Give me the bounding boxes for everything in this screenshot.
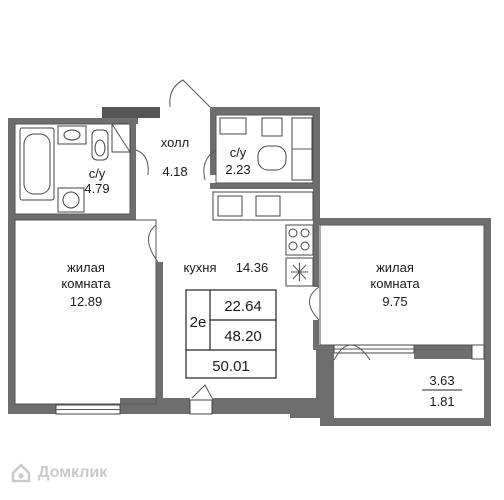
watermark-text: Домклик (38, 464, 108, 481)
living-left-area: 12.89 (70, 294, 103, 309)
wall-balcony-top (414, 345, 472, 359)
summary-box (185, 289, 277, 379)
wall-stub-top (102, 107, 160, 118)
area-summary: 2е 22.64 48.20 50.01 (185, 289, 277, 379)
living-right-area: 9.75 (382, 294, 407, 309)
wall-bottom-3 (212, 398, 290, 414)
door-balcony (333, 344, 371, 361)
bath-right-fixtures (219, 117, 313, 181)
mirror-cabinet (261, 117, 283, 137)
wall-top-room2 (313, 218, 491, 225)
hall-name: холл (161, 135, 189, 150)
kitchen-area: 14.36 (236, 260, 269, 275)
bath-left-area: 4.79 (84, 181, 109, 196)
watermark: Домклик (10, 462, 107, 484)
bath-left-outline (14, 123, 131, 215)
wall-right (484, 218, 491, 426)
bathtub-inner (23, 133, 51, 195)
wall-bottom-1 (8, 404, 56, 414)
door-entrance (169, 79, 211, 108)
door-living-left (148, 224, 159, 263)
wall-bath-right (130, 124, 136, 220)
sink-right (219, 117, 247, 135)
doors (135, 79, 371, 399)
wall-top-left (8, 118, 138, 124)
bath-left-fixtures (19, 123, 131, 213)
windows (55, 344, 485, 415)
wall-left (8, 118, 15, 410)
living-right-line1: жилая (376, 260, 414, 275)
balcony-area-bottom: 1.81 (429, 394, 454, 409)
kitchen-name: кухня (183, 260, 216, 275)
house-logo-icon (11, 463, 31, 483)
wall-balcony-bottom (320, 418, 491, 426)
wall-balcony-left (316, 345, 334, 418)
walls (8, 107, 491, 426)
kitchen-sink (255, 195, 281, 217)
wall-bottom-2 (120, 398, 190, 414)
dishwasher (217, 195, 243, 217)
wall-bath2-left (210, 115, 216, 175)
window-kitchen (189, 399, 213, 415)
rooms-code: 2е (190, 314, 207, 331)
living-left-line1: жилая (67, 260, 105, 275)
snowflake-icon (291, 263, 308, 281)
door-bath-left (135, 149, 149, 176)
balcony-area-top: 3.63 (429, 373, 454, 388)
door-living-right (309, 286, 320, 321)
wall-bath2-bottom (210, 183, 313, 189)
living-right-line2: комната (370, 276, 420, 291)
bath-left-name: с/у (89, 166, 106, 181)
wall-bath-bottom (15, 214, 135, 220)
toilet-right (257, 145, 287, 171)
wall-top-right (210, 107, 320, 115)
wall-kitchen-room2-b (313, 320, 319, 350)
living-area: 22.64 (224, 298, 262, 315)
bath-right-outline (215, 114, 314, 184)
room-labels: холл 4.18 с/у 4.79 с/у 2.23 кухня 14.36 … (61, 135, 462, 409)
door-kitchen-window (191, 384, 213, 399)
living-left-line2: комната (61, 276, 111, 291)
wall-right-upper (313, 107, 320, 225)
kitchen-fixtures (212, 191, 314, 287)
window-right (471, 344, 485, 360)
door-bath-right (203, 149, 217, 181)
bath-right-name: с/у (230, 145, 247, 160)
wall-bottom-4 (290, 398, 320, 418)
total-area: 48.20 (224, 328, 262, 345)
stove (285, 224, 314, 256)
wall-living-kitchen (156, 262, 163, 404)
bath-right-area: 2.23 (225, 162, 250, 177)
living-left-outline (14, 219, 157, 405)
total-with-balcony: 50.01 (212, 358, 250, 375)
wall-kitchen-room2 (313, 225, 319, 287)
hall-area: 4.18 (162, 164, 187, 179)
